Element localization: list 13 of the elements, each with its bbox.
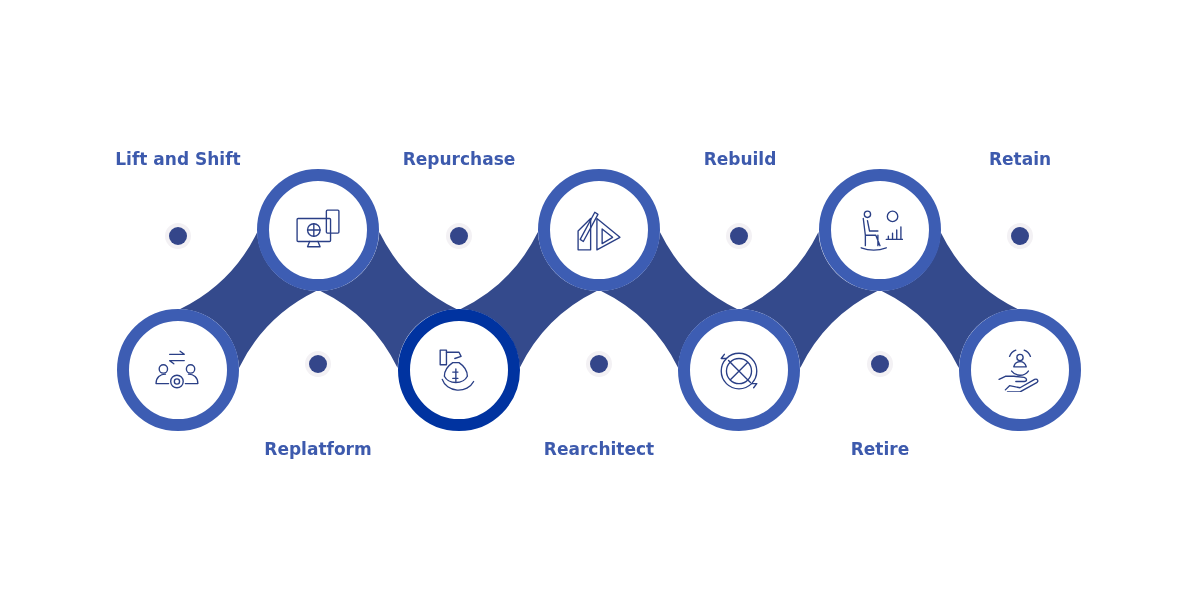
step-label: Rebuild — [703, 149, 777, 169]
connector-band — [741, 232, 878, 368]
step-label: Replatform — [264, 439, 372, 459]
connector-band — [601, 232, 737, 368]
step-label: Retire — [850, 439, 910, 459]
step-label: Rearchitect — [543, 439, 655, 459]
connector-band — [460, 232, 597, 368]
step-label: Lift and Shift — [115, 149, 241, 169]
step-label: Repurchase — [402, 149, 516, 169]
step-label: Retain — [988, 149, 1052, 169]
connector-band — [320, 232, 457, 368]
connector-band — [881, 232, 1018, 368]
connector-band — [180, 232, 317, 368]
